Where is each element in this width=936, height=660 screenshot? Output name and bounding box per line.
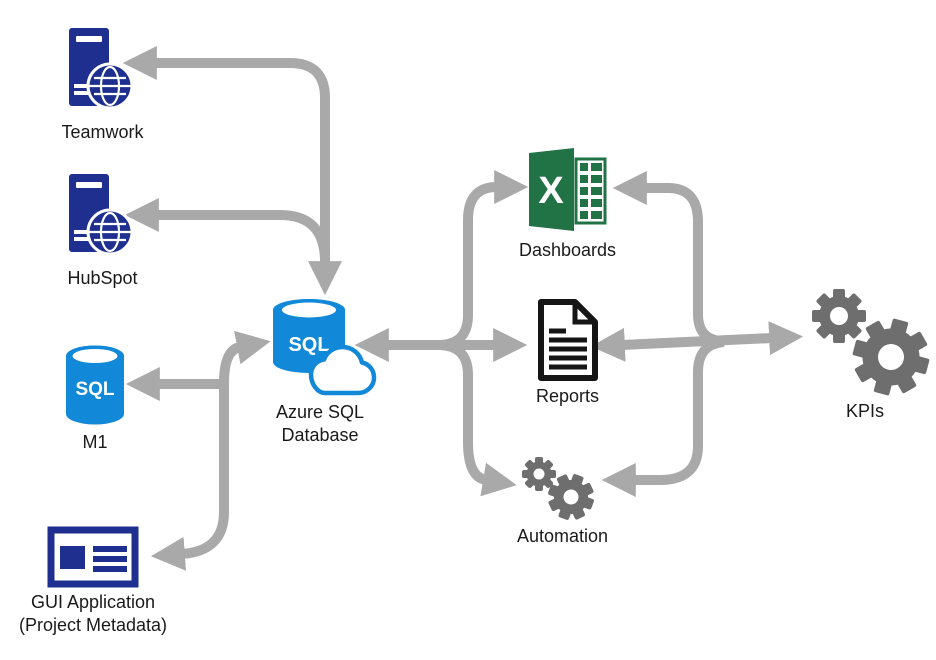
node-automation: Automation [495,452,630,548]
cloud-icon [308,344,376,396]
gears-icon [812,289,930,396]
connector-azure-dashboards [437,170,529,350]
window-form-icon [47,526,139,588]
sql-label: SQL [288,334,329,356]
node-label: HubSpot [67,268,138,288]
sql-database-icon: SQL [66,345,124,425]
node-label: Azure SQL [275,402,365,422]
node-reports: Reports [500,298,635,408]
sql-label: SQL [75,379,114,400]
node-label: Teamwork [61,122,144,142]
small-gear [812,289,866,343]
server-globe-icon [68,28,133,110]
connector-azure-hubspot [124,198,330,261]
gears-icon [521,457,594,520]
large-gear [547,474,594,520]
excel-icon: X [528,148,606,231]
node-label: Automation [516,526,609,546]
node-label-line2: Database [281,424,359,445]
node-azure-sql-database: SQL Azure SQL Database [260,298,380,446]
connector-azure-teamwork [122,46,342,296]
connector-kpis-dashboards [612,171,725,346]
node-label: Dashboards [518,240,617,260]
node-m1: SQL M1 [20,344,170,454]
connector-kpis-automation [601,337,725,497]
server-globe-icon [68,174,133,256]
node-dashboards: X Dashboards [500,148,635,262]
node-kpis: KPIs [795,285,935,423]
connector-azure-automation [437,340,517,497]
node-label-line2: (Project Metadata) [18,614,168,635]
node-label: Reports [535,386,600,406]
node-teamwork: Teamwork [20,26,185,144]
node-gui-application: GUI Application (Project Metadata) [4,526,182,636]
node-hubspot: HubSpot [20,172,185,290]
connector-reports-kpis [590,321,804,362]
small-gear [521,457,556,491]
large-gear [852,318,930,396]
node-label: M1 [82,432,108,452]
excel-x-label: X [538,170,564,212]
node-label: KPIs [845,401,884,421]
document-icon [537,299,598,381]
connector-azure-gui-application [150,330,271,571]
sql-database-cloud-icon: SQL [272,299,376,396]
node-label: GUI Application [30,592,156,612]
